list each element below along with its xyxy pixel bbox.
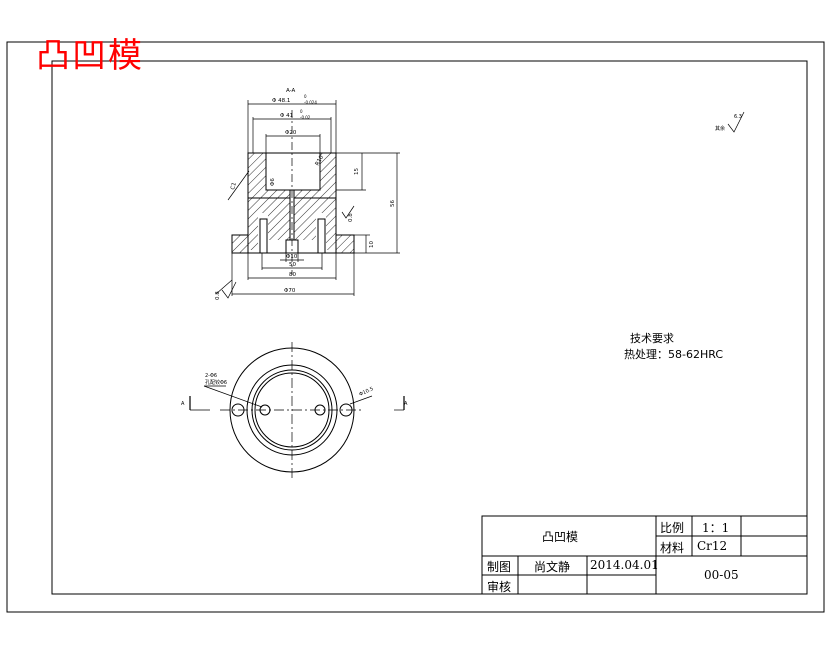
- dim-d-inner: Φ 41: [280, 113, 293, 119]
- title-material-label: 材料: [660, 541, 685, 555]
- dim-d70: Φ70: [284, 288, 296, 294]
- section-label: A-A: [286, 88, 296, 94]
- dim-d-outer-top: Φ 48.1: [272, 98, 290, 104]
- section-hatch-right: [294, 153, 336, 250]
- dim-r10: R10: [315, 154, 326, 167]
- title-block: [481, 515, 808, 595]
- title-check-label: 审核: [487, 580, 512, 594]
- dim-tol-top-upper: 0: [304, 94, 307, 99]
- title-drawn-date: 2014.04.01: [590, 558, 659, 572]
- watermark-title: 凸凹模: [36, 36, 144, 76]
- section-hatch-flange: [232, 235, 354, 253]
- title-drawing-no: 00-05: [704, 568, 739, 582]
- dim-56: 56: [390, 200, 396, 207]
- section-mark-right: A: [404, 401, 408, 407]
- plan-view: [189, 342, 405, 478]
- roughness-other-symbol: [727, 111, 745, 133]
- title-material-value: Cr12: [697, 539, 728, 553]
- roughness-other-value: 6.3: [734, 114, 742, 120]
- section-hatch-left: [248, 153, 290, 250]
- title-scale-label: 比例: [660, 521, 685, 535]
- hole-note-count: 2-Φ6: [205, 373, 217, 379]
- dim-d20: Φ20: [285, 130, 297, 136]
- dimensions-top: [215, 100, 400, 296]
- title-scale-value: 1：1: [702, 521, 730, 535]
- title-drawn-label: 制图: [487, 560, 512, 574]
- title-part-name: 凸凹模: [542, 530, 579, 544]
- tech-req-heading: 技术要求: [630, 332, 674, 345]
- roughness-mid: 0.8: [348, 213, 354, 222]
- dim-tol-inner-lower: -0.02: [300, 115, 311, 120]
- dim-tol-inner-upper: 0: [300, 109, 303, 114]
- dim-15: 15: [354, 168, 360, 175]
- roughness-symbols: [221, 111, 745, 299]
- dim-phi10: Φ10: [286, 254, 298, 260]
- hole-note-ream: 孔配铰Φ6: [205, 379, 227, 386]
- dim-10: 10: [369, 241, 375, 248]
- title-drawn-name: 尚文静: [534, 560, 571, 574]
- roughness-other-label: 其余: [715, 125, 725, 132]
- outer-border: [6, 41, 825, 613]
- dim-tol-top-lower: -0.024: [304, 100, 317, 105]
- bolt-note: Φ10.5: [358, 386, 374, 398]
- dim-c1: C1: [230, 182, 238, 191]
- inner-frame: [51, 60, 808, 595]
- dim-80: 80: [289, 272, 296, 278]
- roughness-left: 0.8: [215, 291, 221, 300]
- dim-50: 50: [289, 262, 296, 268]
- tech-req-line1: 热处理：58-62HRC: [624, 348, 723, 361]
- pin-hole-left: [259, 218, 268, 254]
- pin-hole-right: [317, 218, 326, 254]
- dim-phi6: Φ6: [270, 178, 276, 186]
- section-mark-left: A: [181, 401, 185, 407]
